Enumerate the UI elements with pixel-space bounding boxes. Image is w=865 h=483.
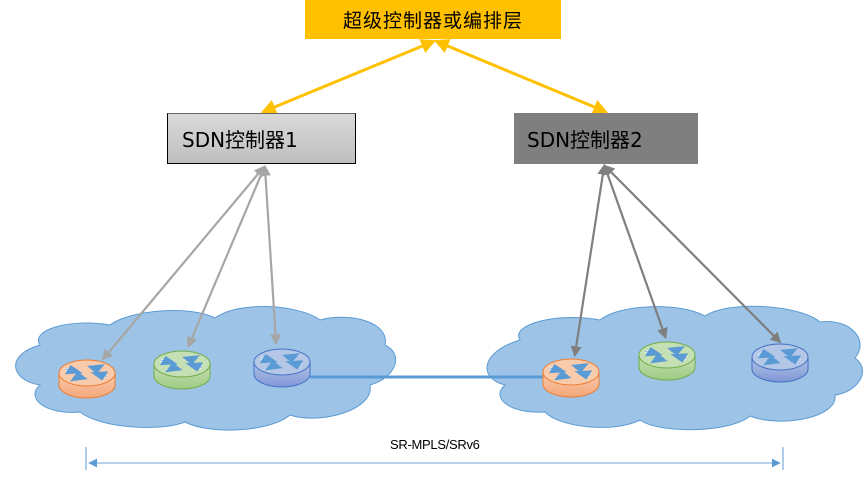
router-icon[interactable] <box>253 348 311 388</box>
router-icon[interactable] <box>58 359 116 399</box>
arrow-orch-ctrl2 <box>433 39 609 114</box>
arrow-ctrl2-router-blue <box>603 164 782 344</box>
router-icon[interactable] <box>751 343 809 383</box>
sdn-controller-2-label: SDN控制器2 <box>527 128 643 152</box>
arrow-ctrl2-router-orange <box>570 163 609 358</box>
router-icon[interactable] <box>542 358 600 398</box>
arrow-ctrl1-router-green <box>186 164 267 349</box>
orchestration-layer-label: 超级控制器或编排层 <box>342 10 523 32</box>
arrow-orch-ctrl1 <box>260 39 437 114</box>
router-icon[interactable] <box>153 350 211 390</box>
sdn-controller-1-label: SDN控制器1 <box>182 128 298 152</box>
router-icon[interactable] <box>638 341 696 381</box>
arrow-ctrl1-router-blue <box>259 164 282 346</box>
sdn-controller-2-node[interactable]: SDN控制器2 <box>514 113 698 164</box>
orchestration-layer-node[interactable]: 超级控制器或编排层 <box>305 0 561 39</box>
span-label: SR-MPLS/SRv6 <box>390 437 480 452</box>
sdn-controller-1-node[interactable]: SDN控制器1 <box>167 113 356 164</box>
